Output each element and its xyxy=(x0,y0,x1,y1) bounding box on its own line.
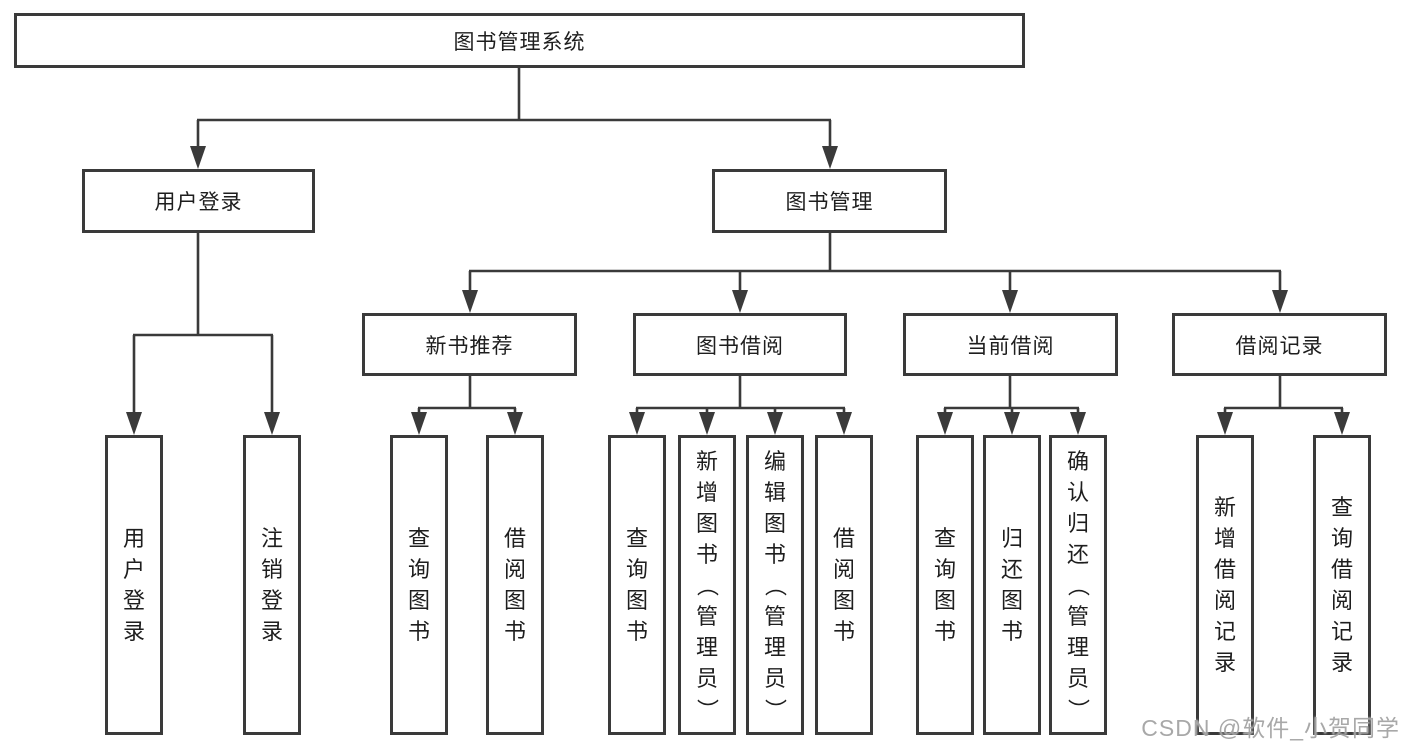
node-current-borrowing: 当前借阅 xyxy=(903,313,1118,376)
leaf-edit-books-admin: 编辑图书（管理员） xyxy=(746,435,804,735)
node-root-system: 图书管理系统 xyxy=(14,13,1025,68)
leaf-logout: 注销登录 xyxy=(243,435,301,735)
leaf-query-books-borrowing: 查询图书 xyxy=(608,435,666,735)
leaf-query-borrow-record: 查询借阅记录 xyxy=(1313,435,1371,735)
node-user-login-module: 用户登录 xyxy=(82,169,315,233)
leaf-add-books-admin: 新增图书（管理员） xyxy=(678,435,736,735)
node-book-management-module: 图书管理 xyxy=(712,169,947,233)
node-new-book-recommend: 新书推荐 xyxy=(362,313,577,376)
leaf-confirm-return-admin: 确认归还（管理员） xyxy=(1049,435,1107,735)
leaf-add-borrow-record: 新增借阅记录 xyxy=(1196,435,1254,735)
leaf-return-books: 归还图书 xyxy=(983,435,1041,735)
leaf-borrow-books-borrowing: 借阅图书 xyxy=(815,435,873,735)
node-borrowing-records: 借阅记录 xyxy=(1172,313,1387,376)
node-book-borrowing: 图书借阅 xyxy=(633,313,847,376)
leaf-query-books-recommend: 查询图书 xyxy=(390,435,448,735)
leaf-borrow-books-recommend: 借阅图书 xyxy=(486,435,544,735)
leaf-user-login: 用户登录 xyxy=(105,435,163,735)
watermark: CSDN @软件_小贺同学 xyxy=(1141,715,1400,741)
leaf-query-books-current: 查询图书 xyxy=(916,435,974,735)
